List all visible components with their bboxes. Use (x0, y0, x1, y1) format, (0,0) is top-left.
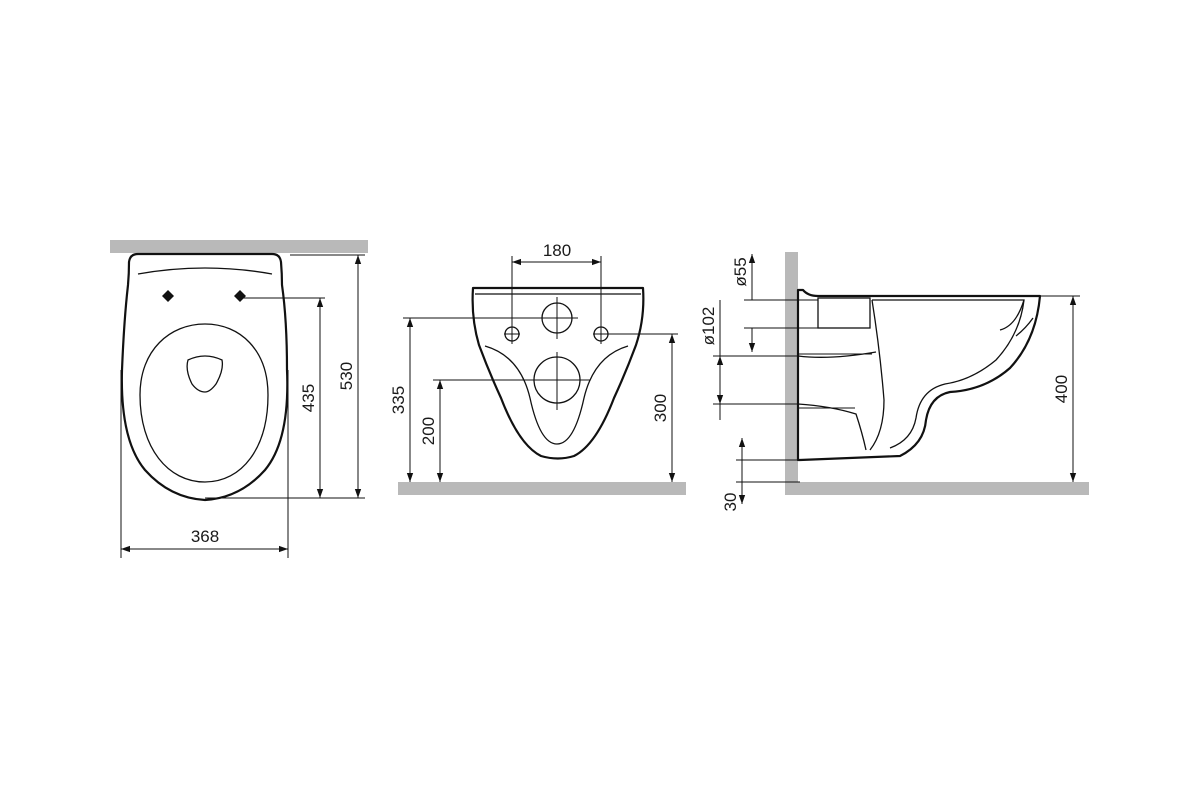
front-view-bolt-spacing-label: 180 (543, 241, 571, 260)
top-view-wall (110, 240, 368, 253)
top-view-flush-opening (186, 355, 224, 393)
top-view-width-label: 368 (191, 527, 219, 546)
front-view-outlet-height-label: 200 (419, 417, 438, 445)
side-view-clearance-label: 30 (721, 493, 740, 512)
side-view-wall (785, 252, 798, 494)
top-view-overall-depth-label: 530 (337, 362, 356, 390)
side-view-trap (869, 299, 885, 451)
top-view-bolt-right-icon (234, 290, 246, 302)
side-view-bowl-outline (796, 288, 1042, 462)
top-view-bolt-depth-label: 435 (299, 384, 318, 412)
side-view-outlet-diameter-label: ø102 (699, 307, 718, 346)
top-view: 368 435 530 (110, 240, 368, 558)
front-view-bolt-height-label: 335 (389, 386, 408, 414)
top-view-back-line (137, 267, 273, 275)
front-view-floor (398, 482, 686, 495)
side-view-rim-height-label: 400 (1052, 375, 1071, 403)
side-view-rim-inner (872, 299, 1025, 449)
front-view-wall-recess (484, 345, 629, 445)
front-view-underside-height-label: 300 (651, 394, 670, 422)
front-view-bowl-outline (471, 286, 645, 460)
top-view-bowl-outline (120, 252, 289, 502)
side-view: ø55 ø102 30 400 (699, 252, 1089, 511)
side-view-inlet-diameter-label: ø55 (731, 257, 750, 286)
side-view-inlet (817, 297, 871, 329)
top-view-bolt-left-icon (162, 290, 174, 302)
front-view: 180 335 200 300 (389, 241, 686, 495)
side-view-floor (785, 482, 1089, 495)
top-view-seat (139, 323, 269, 483)
